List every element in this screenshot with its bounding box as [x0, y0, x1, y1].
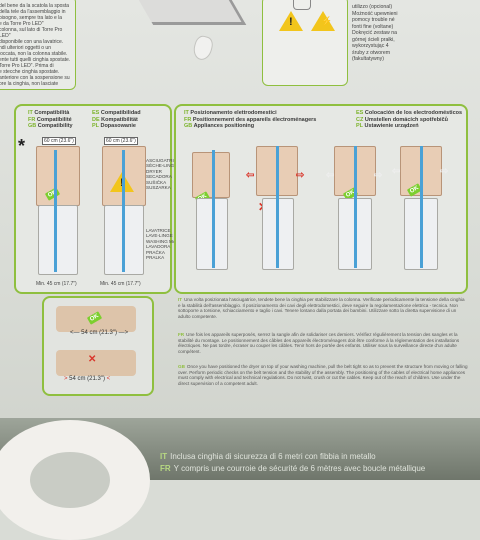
step3-belt: [354, 146, 357, 268]
washer-label-line: PRALKA: [146, 255, 165, 261]
belt-left: [54, 150, 57, 272]
top-left-text-line: ore la cinghia, non lasciate: [0, 81, 59, 87]
dim-top-right: 60 cm (23.6"): [104, 137, 138, 145]
top-right-text-line: Możność upewnieni: [352, 10, 398, 17]
step3-arrow-right: ⇨: [374, 170, 383, 181]
asterisk: *: [18, 136, 26, 156]
step2-belt: [276, 146, 279, 268]
warning-icon: !: [279, 11, 303, 31]
dryer-label-line: SUŠIČKA: [146, 179, 167, 185]
step2-arrow-left: ⇦: [246, 170, 255, 181]
min-dim-right: Min. 45 cm (17.7"): [100, 281, 141, 287]
top-right-text-line: Dokręcić zestaw na: [352, 30, 397, 36]
washer-label-line: LAVATRICE: [146, 228, 171, 233]
top-frame-illustration: [86, 0, 247, 80]
top-left-text-line: Torre Pro LED". Prima di: [0, 63, 54, 69]
belt-right: [122, 150, 125, 272]
top-left-text-line: anteriore con la sospensione su: [0, 75, 70, 81]
washer-label-line: PRAČKA: [146, 249, 165, 255]
cross-icon: ✕: [88, 354, 97, 365]
top-right-text-line: fonti fine (voltane): [352, 23, 394, 30]
step4-belt: [420, 146, 423, 268]
step1-belt: [212, 150, 215, 268]
washer-top-bad: [56, 350, 136, 376]
dryer-label-line: SECADORA: [146, 174, 172, 180]
electric-warning-icon: ⚡: [311, 11, 335, 31]
top-right-text-line: górnej ścieli prałki,: [352, 36, 395, 43]
step4-arrow-left: ⇦: [392, 166, 401, 177]
positioning-header-right: ES Colocación de los electrodomésticos C…: [356, 110, 463, 129]
top-warning-box: ! ⚡: [262, 0, 348, 86]
top-left-text-line: ndi ulteriori oggetti o un: [0, 45, 51, 51]
top-left-text-line: bisogno, sempre tra lato e la: [0, 15, 63, 21]
top-left-text-line: e stecche cinghia spostate.: [0, 69, 60, 75]
tool-icon: [293, 0, 311, 10]
top-left-text-line: disponibile con una lavatrice.: [0, 39, 64, 45]
belt-roll-hole: [30, 452, 110, 508]
step1-dryer: [192, 152, 230, 198]
dryer-label-line: SÈCHE-LINGE: [146, 163, 178, 169]
arrow-ok: <— 54 cm (21.3") —>: [70, 330, 129, 336]
dryer-label-line: ASCIUGATRICE: [146, 158, 181, 163]
min-dim-left: Min. 45 cm (17.7"): [36, 281, 77, 287]
dryer-left: [36, 146, 80, 206]
top-left-text-line: ioccata, non la colonna stabile.: [0, 51, 68, 57]
top-left-text-line: e da Torre Pro LED": [0, 21, 44, 27]
hand-illustration: [191, 34, 215, 62]
washer-label-line: LAVADORA: [146, 244, 171, 250]
washer-label-line: LAVE-LINGE: [146, 233, 173, 239]
step3-arrow-left: ⇦: [326, 170, 335, 181]
top-right-text-line: śruby z otworem: [352, 49, 391, 56]
compat-header-left: IT Compatibilità FR Compatibilité GB Com…: [28, 110, 73, 129]
step2-arrow-right: ⇨: [296, 170, 305, 181]
compat-header-right: ES Compatibilidad DE Kompatibilität PL D…: [92, 110, 141, 129]
top-left-text-line: della tele da l'assemblaggio in: [0, 9, 66, 15]
top-right-text-line: (fakultatywny): [352, 56, 384, 62]
dim-top-left: 60 cm (23.6"): [42, 137, 76, 145]
dryer-label-line: DRYER: [146, 168, 162, 174]
top-right-text-line: utilizzo (opcional): [352, 4, 393, 10]
top-left-text-line: del bene da la scatola la sposta: [0, 3, 70, 9]
top-left-text-line: ente tutti quelli cinghia spostate.: [0, 57, 71, 63]
top-right-text-line: pomocy trouble né: [352, 17, 395, 23]
positioning-header-left: IT Posizionamento elettrodomestici FR Po…: [184, 110, 317, 129]
washer-label-line: WASHING MACHINE: [146, 238, 191, 244]
washer-left: [38, 205, 78, 275]
arrow-bad: > 54 cm (21.3") <: [64, 376, 111, 382]
top-right-text-line: wykorzystując 4: [352, 43, 389, 49]
step4-arrow-right: ⇨: [440, 166, 449, 177]
top-left-text-line: colonna, sul lato di Torre Pro LED": [0, 27, 63, 39]
dryer-label-line: SUSZARKA: [146, 185, 171, 191]
